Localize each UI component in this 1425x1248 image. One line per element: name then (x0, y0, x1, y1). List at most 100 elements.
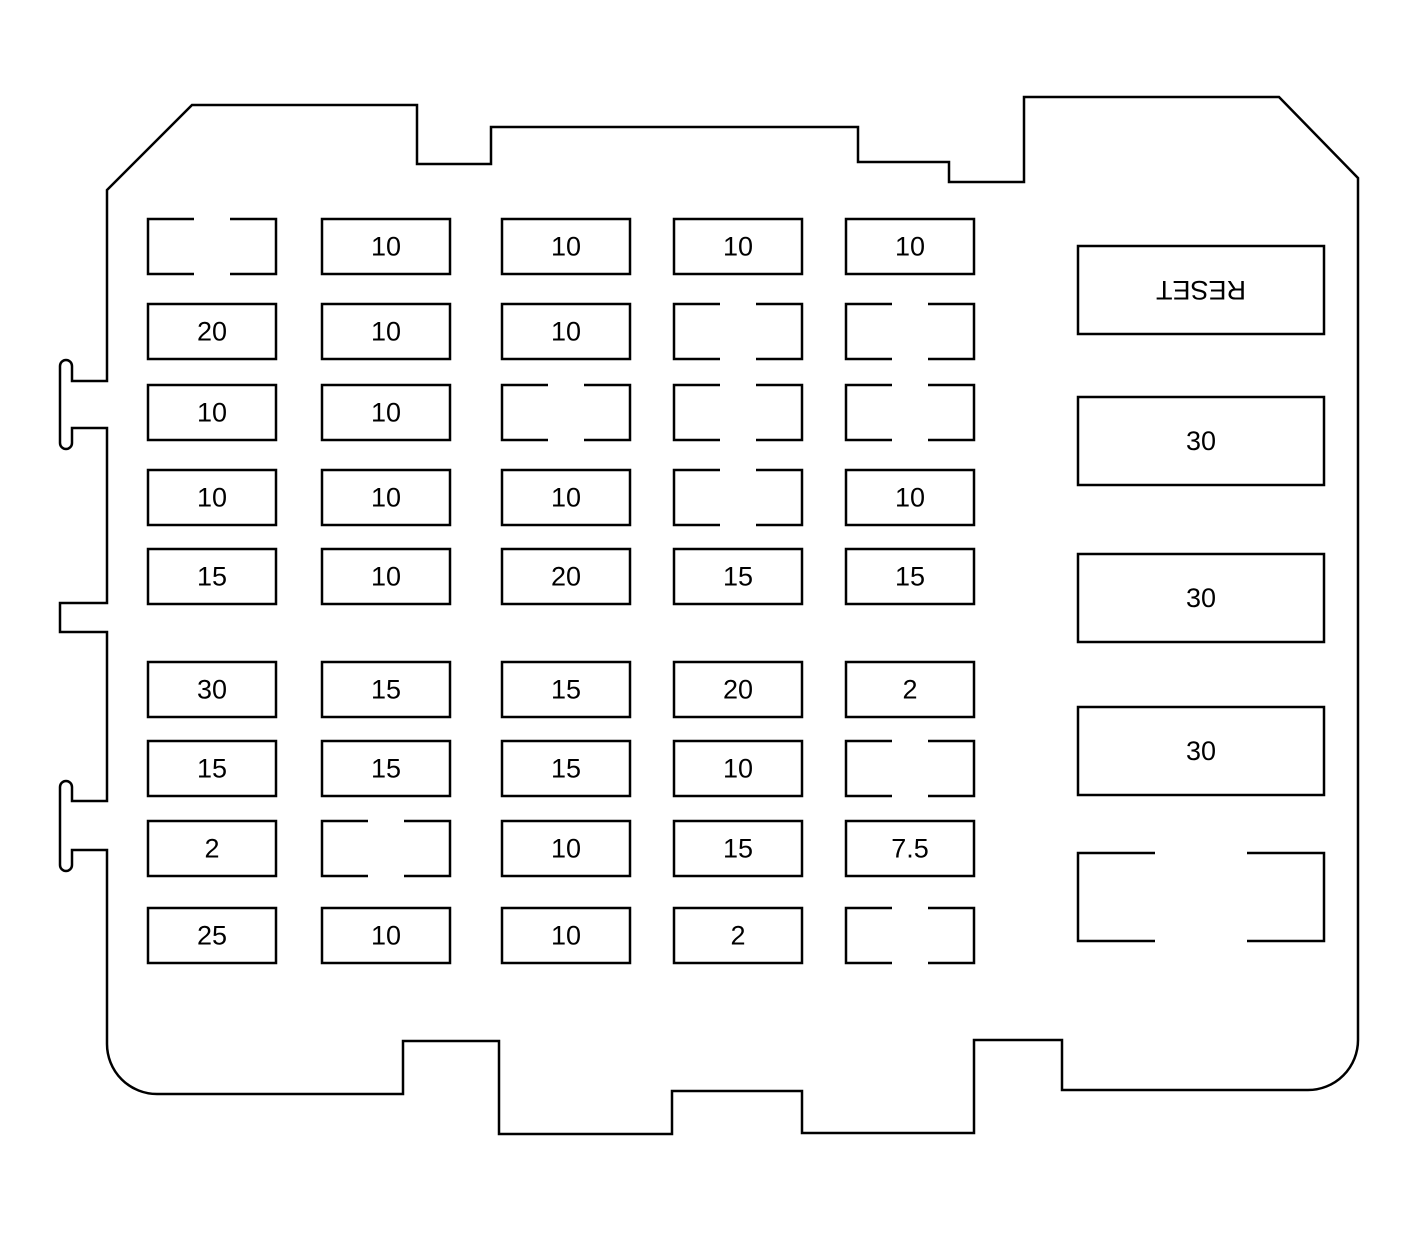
large-fuse-slot: 30 (1076, 395, 1326, 487)
fuse-slot: 10 (320, 217, 452, 276)
fuse-outline (844, 547, 976, 606)
fuse-slot: 15 (672, 819, 804, 878)
fuse-rating-label: 30 (197, 675, 227, 705)
fuse-slot: 30 (146, 660, 278, 719)
fuse-outline (320, 217, 452, 276)
fuse-rating-label: 10 (371, 921, 401, 951)
fuse-outline (500, 302, 632, 361)
empty-slot-outline (146, 217, 278, 276)
fuse-slot: 2 (146, 819, 278, 878)
fuse-rating-label: 2 (730, 921, 745, 951)
fuse-slot: 7.5 (844, 819, 976, 878)
empty-fuse-slot (844, 302, 976, 361)
empty-slot-outline (672, 468, 804, 527)
fuse-rating-label: 10 (895, 232, 925, 262)
fuse-rating-label: 10 (551, 232, 581, 262)
fuse-rating-label: 15 (551, 754, 581, 784)
fuse-rating-label: 30 (1186, 583, 1216, 613)
fuse-slot: 10 (844, 217, 976, 276)
fuse-slot: 10 (500, 302, 632, 361)
fuse-outline (146, 547, 278, 606)
fuse-outline (500, 819, 632, 878)
fuse-grid: 10 10 10 10 20 10 10 10 10 10 10 10 10 15 10 20 15 15 30 15… (146, 217, 976, 965)
fuse-slot: 10 (672, 739, 804, 798)
fuse-slot: 15 (844, 547, 976, 606)
fuse-outline (146, 302, 278, 361)
fuse-slot: 20 (146, 302, 278, 361)
fuse-outline (844, 217, 976, 276)
fuse-rating-label: 10 (197, 398, 227, 428)
fuse-rating-label: 10 (551, 483, 581, 513)
fuse-rating-label: 15 (723, 834, 753, 864)
fuse-rating-label: 15 (723, 562, 753, 592)
fuse-slot: 10 (146, 383, 278, 442)
empty-large-slot (1076, 851, 1326, 943)
empty-slot-outline (844, 383, 976, 442)
fuse-rating-label: 7.5 (891, 834, 929, 864)
empty-slot-outline (500, 383, 632, 442)
fuse-rating-label: 2 (204, 834, 219, 864)
empty-fuse-slot (672, 468, 804, 527)
fuse-slot: 15 (320, 739, 452, 798)
empty-fuse-slot (844, 906, 976, 965)
fuse-rating-label: 30 (1186, 736, 1216, 766)
fuse-rating-label: 10 (371, 483, 401, 513)
fuse-rating-label: 10 (551, 834, 581, 864)
fuse-slot: 10 (320, 383, 452, 442)
fuse-slot: 10 (320, 302, 452, 361)
empty-fuse-slot (844, 739, 976, 798)
fuse-outline (320, 906, 452, 965)
fuse-outline (146, 383, 278, 442)
fuse-rating-label: 10 (723, 754, 753, 784)
fuse-slot: 2 (844, 660, 976, 719)
fuse-rating-label: 10 (371, 398, 401, 428)
fuse-slot: 10 (844, 468, 976, 527)
empty-fuse-slot (320, 819, 452, 878)
fuse-rating-label: 10 (371, 562, 401, 592)
fuse-outline (500, 468, 632, 527)
fuse-outline (844, 819, 976, 878)
fuse-outline (320, 302, 452, 361)
fuse-slot: 10 (320, 906, 452, 965)
fuse-outline (672, 217, 804, 276)
fuse-rating-label: 2 (902, 675, 917, 705)
empty-fuse-slot (844, 383, 976, 442)
fuse-outline (500, 547, 632, 606)
empty-slot-outline (844, 739, 976, 798)
fuse-rating-label: 20 (723, 675, 753, 705)
empty-slot-outline (844, 302, 976, 361)
fuse-slot: 10 (672, 217, 804, 276)
empty-fuse-slot (672, 383, 804, 442)
fuse-slot: 10 (500, 468, 632, 527)
large-fuse-slot: 30 (1076, 552, 1326, 644)
fuse-rating-label: 15 (551, 675, 581, 705)
fuse-outline (146, 819, 278, 878)
fuse-rating-label: 15 (371, 754, 401, 784)
fuse-outline (320, 383, 452, 442)
fuse-rating-label: 15 (371, 675, 401, 705)
fuse-outline (500, 739, 632, 798)
fuse-outline (1076, 552, 1326, 644)
fuse-outline (1076, 705, 1326, 797)
fuse-outline (146, 906, 278, 965)
empty-slot-outline (1076, 851, 1326, 943)
fuse-slot: 20 (500, 547, 632, 606)
fuse-outline (672, 660, 804, 719)
fuse-outline (672, 819, 804, 878)
fuse-slot: 15 (500, 660, 632, 719)
fuse-slot: 20 (672, 660, 804, 719)
empty-slot-outline (844, 906, 976, 965)
fuse-outline (672, 906, 804, 965)
fuse-slot: 15 (672, 547, 804, 606)
empty-slot-outline (672, 383, 804, 442)
fuse-outline (1076, 244, 1326, 336)
fuse-outline (146, 660, 278, 719)
fuse-slot: 15 (320, 660, 452, 719)
fuse-outline (672, 547, 804, 606)
fuse-outline (320, 547, 452, 606)
fuse-rating-label: 25 (197, 921, 227, 951)
fuse-outline (146, 739, 278, 798)
fuse-slot: 2 (672, 906, 804, 965)
